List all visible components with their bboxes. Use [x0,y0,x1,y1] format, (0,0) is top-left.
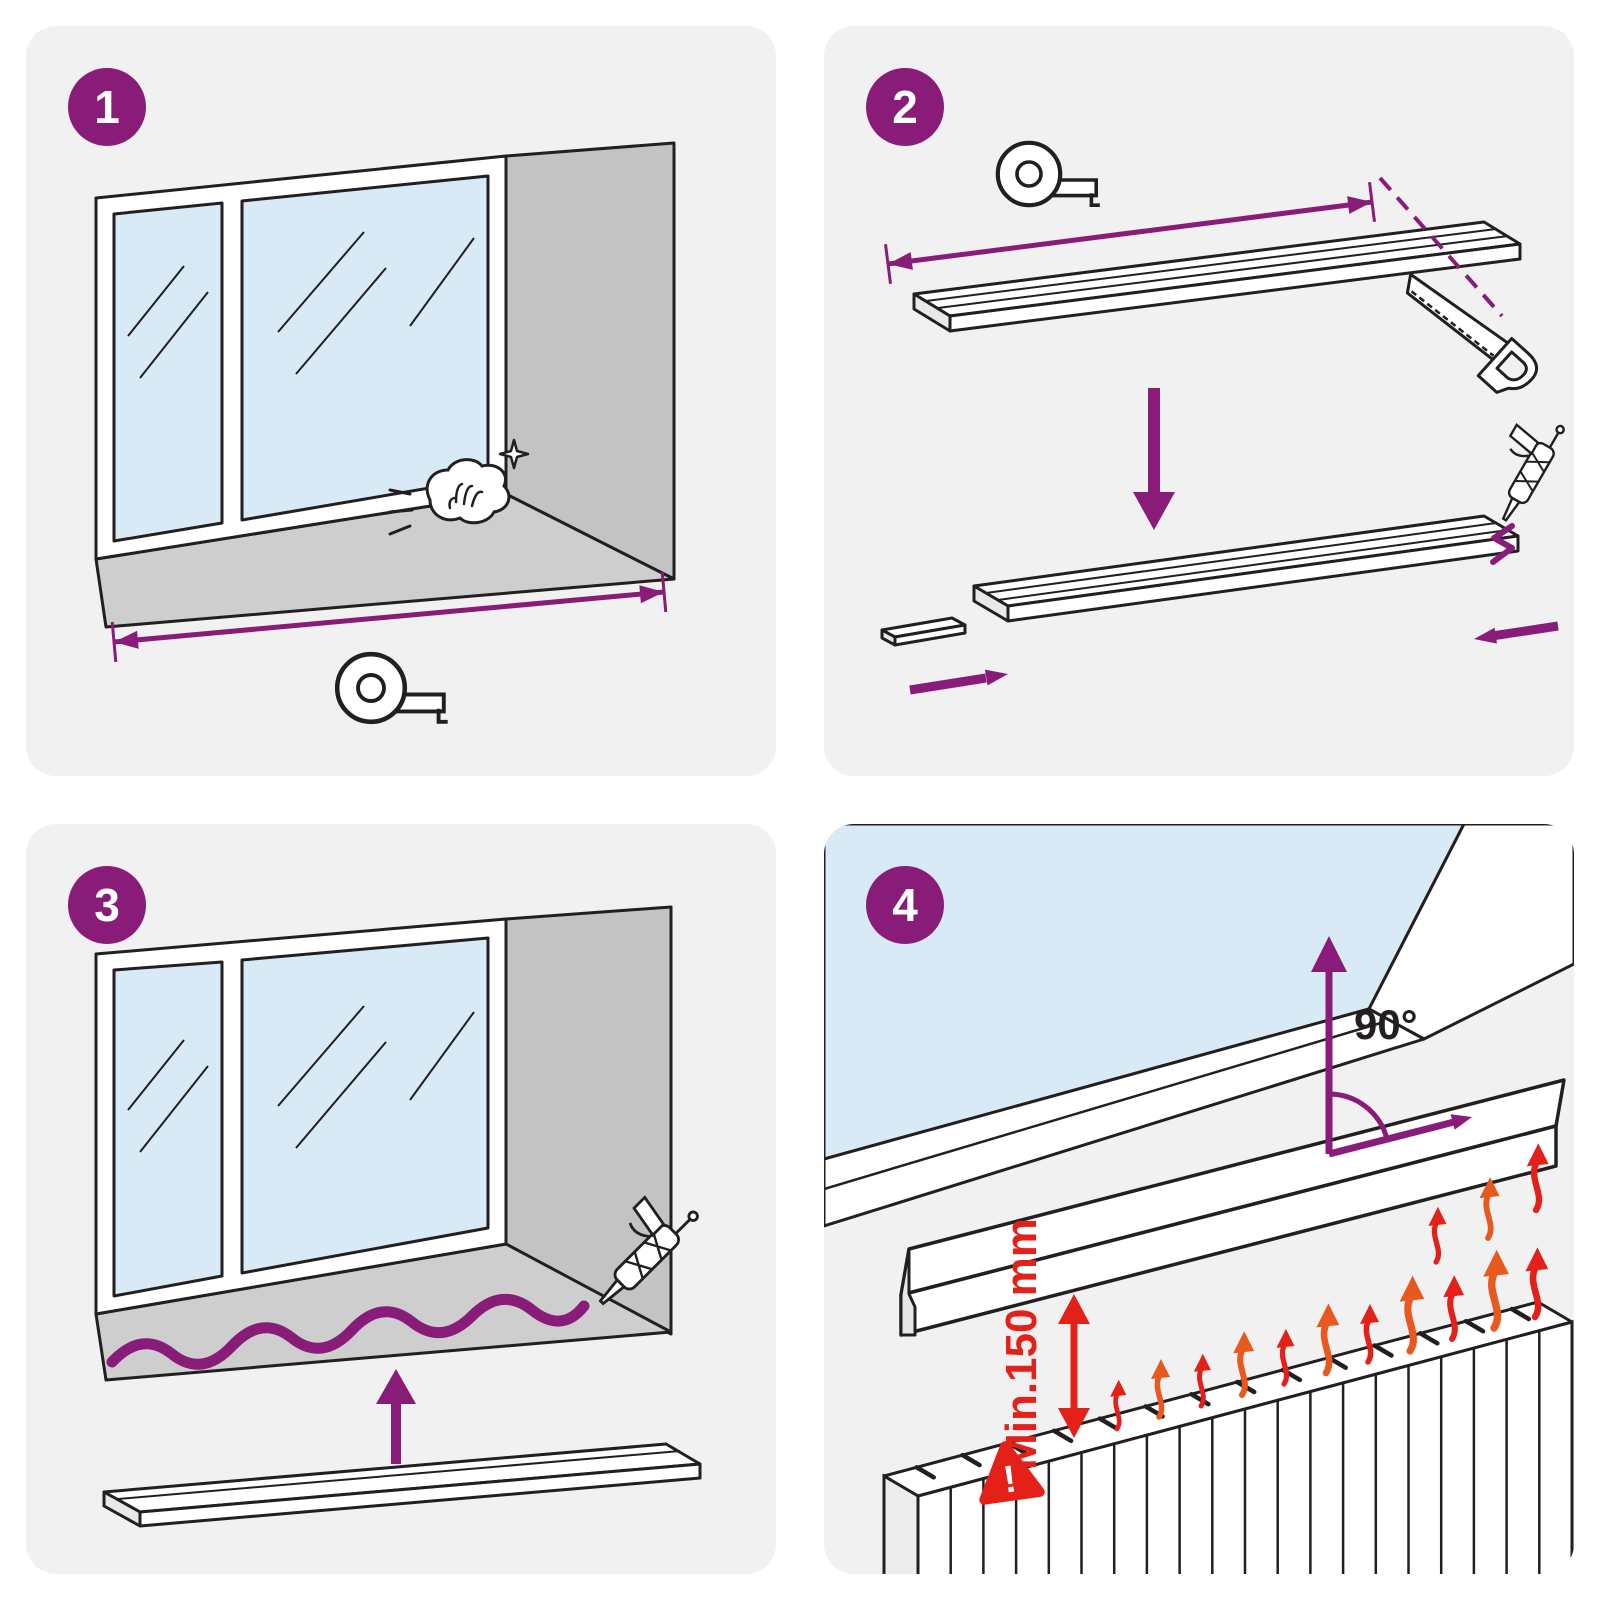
glass-reflections [127,1005,475,1153]
step-number: 2 [892,81,918,133]
min-distance-label: Min.150 mm [997,1218,1046,1470]
window-jamb [1367,824,1574,1041]
window-pane-left [112,960,224,1298]
step-number-badge: 3 [68,866,146,944]
radiator [882,1300,1574,1574]
push-right-arrow [909,669,1008,695]
glass-reflections [127,231,475,379]
cleaning-cloth-icon [388,438,530,536]
step3-illustration [94,905,704,1528]
dimension-arrow [884,182,1376,284]
window-pane-left [112,201,224,543]
adhesive-bead [1490,523,1515,565]
warning-icon: ! [979,1441,1045,1505]
end-cap-piece [880,616,967,647]
step-number: 3 [94,879,120,931]
cut-line [1378,176,1504,318]
step-panel-3: 3 [26,824,776,1574]
push-left-arrow [1474,621,1559,644]
down-arrow [1133,388,1175,530]
step-number-badge: 4 [866,866,944,944]
min-distance-arrow: Min.150 mm [997,1218,1090,1470]
step2-illustration [880,26,1570,695]
sill-board [102,1442,702,1528]
radiator-fins [949,1330,1541,1574]
step-number: 4 [892,879,918,931]
measuring-tape-icon [337,654,448,722]
caulk-gun-icon [1471,405,1570,526]
step-panel-4: 90° [824,824,1574,1574]
step-number: 1 [94,81,120,133]
sill-board-top [912,220,1522,333]
up-arrow [376,1369,416,1464]
step-number-badge: 2 [866,68,944,146]
step-panel-1: 1 [26,26,776,776]
step4-illustration: 90° [824,824,1574,1574]
measuring-tape-icon [998,143,1100,205]
step-number-badge: 1 [68,68,146,146]
window-frame-band [824,1007,1426,1228]
window-opening [94,141,676,629]
angle-arrows: 90° [1311,936,1472,1158]
step1-illustration [94,141,676,776]
saw-icon [1389,258,1545,406]
angle-label: 90° [1354,1001,1418,1048]
warning-mark: ! [1001,1458,1019,1501]
window-detail [824,824,1574,1228]
dimension-arrow [110,571,668,663]
window-pane-right [240,936,490,1275]
adhesive-bead [106,1293,590,1370]
sill-board-bottom [972,514,1520,623]
step-panel-2: 2 [824,26,1574,776]
